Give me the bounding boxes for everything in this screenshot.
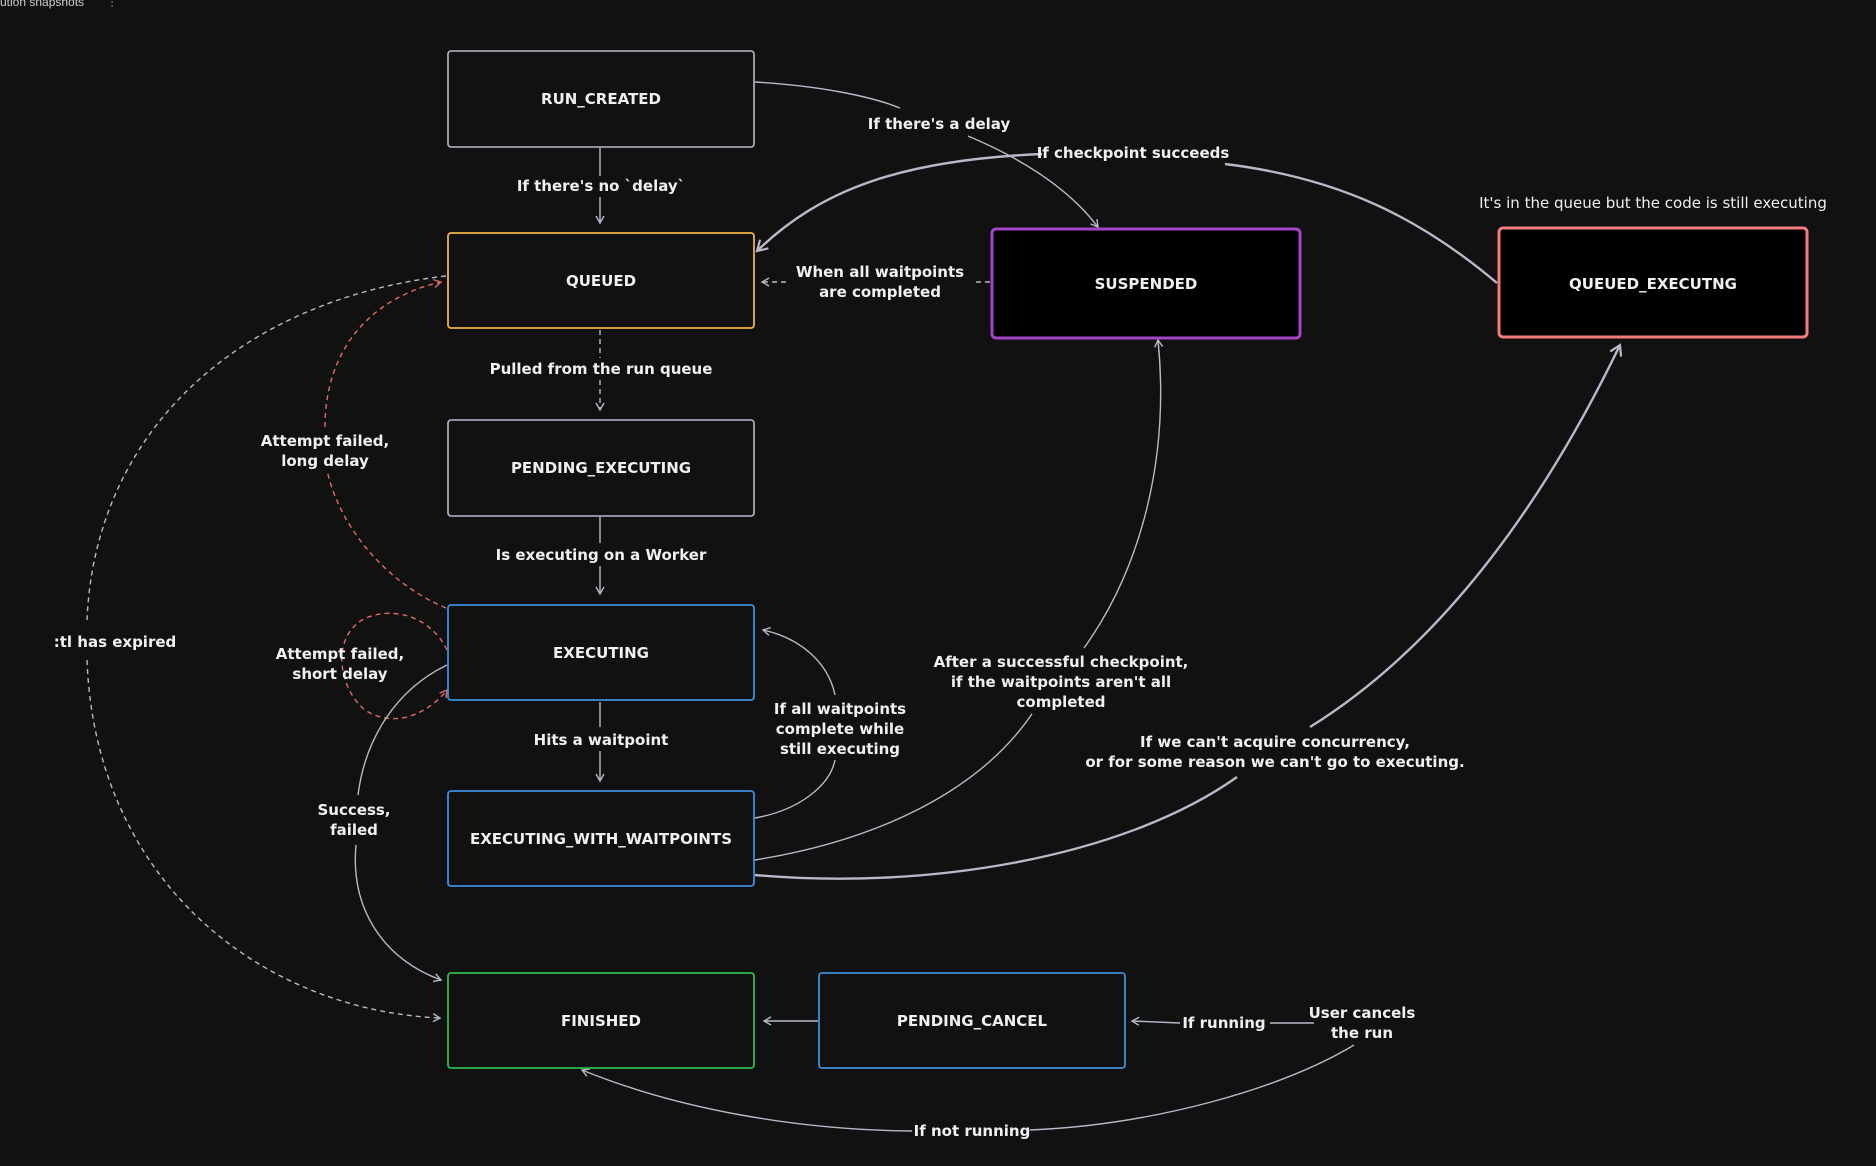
label-checkpoint-succeeds: If checkpoint succeeds [1037,144,1230,162]
edge-waitpoints-to-executing [754,759,836,819]
label-hits-waitpoint: Hits a waitpoint [534,731,669,749]
state-executing[interactable]: EXECUTING [447,604,755,701]
state-label: EXECUTING [553,644,649,662]
state-queued[interactable]: QUEUED [447,232,755,329]
label-attempt-long-2: long delay [281,452,369,470]
label-user-cancels-2: the run [1331,1024,1393,1042]
state-label: EXECUTING_WITH_WAITPOINTS [470,830,732,848]
label-is-executing: Is executing on a Worker [496,546,707,564]
state-label: QUEUED [566,272,636,290]
label-attempt-short-1: Attempt failed, [276,645,404,663]
label-success-failed-1: Success, [318,801,391,819]
label-no-delay: If there's no `delay` [517,177,685,195]
state-label: PENDING_CANCEL [897,1012,1048,1030]
label-cant-acquire-1: If we can't acquire concurrency, [1140,733,1410,751]
state-run-created[interactable]: RUN_CREATED [447,50,755,148]
label-attempt-short-2: short delay [292,665,387,683]
kebab-vertical-icon[interactable]: ⋮ [106,0,119,9]
state-suspended[interactable]: SUSPENDED [990,227,1302,340]
label-success-failed-2: failed [330,821,378,839]
edge-executing-to-queued-long-delay [326,469,447,609]
edge-labels: If there's no `delay` If there's a delay… [54,115,1827,1140]
label-after-checkpoint-1: After a successful checkpoint, [934,653,1189,671]
state-label: SUSPENDED [1095,275,1198,293]
label-user-cancels-1: User cancels [1309,1004,1416,1022]
edge-run-created-to-suspended [754,81,901,109]
queue-note: It's in the queue but the code is still … [1479,194,1827,212]
label-attempt-long-1: Attempt failed, [261,432,389,450]
edge-executing-to-finished [357,664,448,796]
label-cant-acquire-2: or for some reason we can't go to execut… [1085,753,1464,771]
label-waitpoints-completed-1: When all waitpoints [796,263,964,281]
edge-waitpoints-to-queued-executing [754,776,1238,880]
state-executing-with-waitpoints[interactable]: EXECUTING_WITH_WAITPOINTS [447,790,755,887]
label-complete-while-3: still executing [780,740,900,758]
state-label: PENDING_EXECUTING [511,459,691,477]
edge-user-cancels-to-finished [1029,1044,1355,1131]
label-waitpoints-completed-2: are completed [819,283,941,301]
state-label: FINISHED [561,1012,641,1030]
label-if-running: If running [1182,1014,1265,1032]
state-finished[interactable]: FINISHED [447,972,755,1069]
label-pulled: Pulled from the run queue [490,360,713,378]
edge-waitpoints-to-suspended [754,713,1033,861]
state-pending-cancel[interactable]: PENDING_CANCEL [818,972,1126,1069]
label-delay: If there's a delay [868,115,1011,133]
top-bar: ution snapshots ⋮ [0,0,118,10]
edge-queued-executing-to-queued [1224,162,1498,284]
label-complete-while-2: complete while [776,720,904,738]
tab-title[interactable]: ution snapshots [0,0,85,9]
state-pending-executing[interactable]: PENDING_EXECUTING [447,419,755,517]
edge-queued-to-finished-ttl [86,275,447,621]
label-if-not-running: If not running [914,1122,1031,1140]
state-label: QUEUED_EXECUTNG [1569,275,1737,293]
connectors [86,81,1623,1132]
label-after-checkpoint-3: completed [1017,693,1106,711]
label-ttl-expired: :tl has expired [54,633,177,651]
state-label: RUN_CREATED [541,90,661,108]
label-after-checkpoint-2: if the waitpoints aren't all [951,673,1171,691]
state-queued-executing[interactable]: QUEUED_EXECUTNG [1497,226,1809,339]
label-complete-while-1: If all waitpoints [774,700,906,718]
